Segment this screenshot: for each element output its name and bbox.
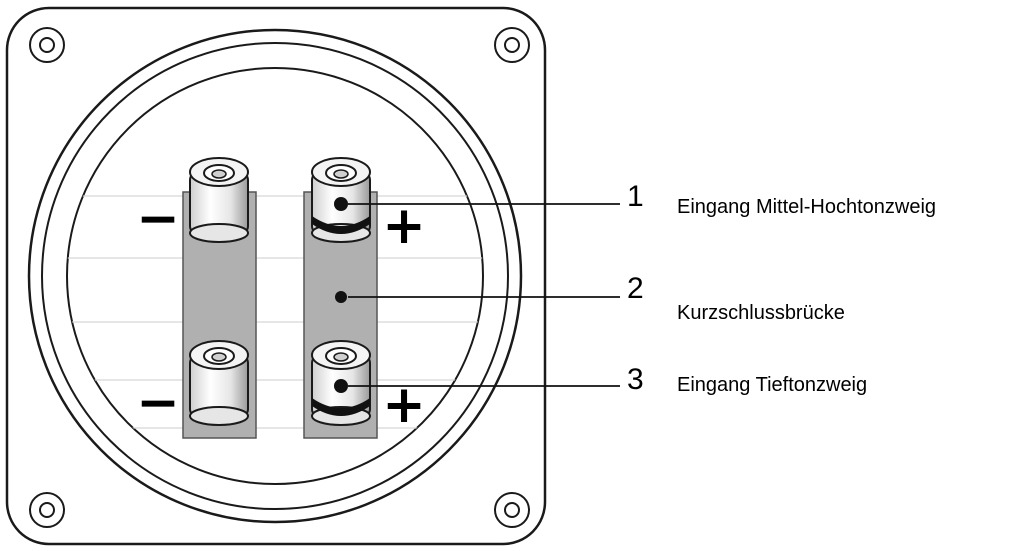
- bridge-center-dot: [335, 291, 347, 303]
- mounting-screw-icon: [494, 492, 530, 528]
- binding-post-icon: [189, 157, 249, 243]
- positive-sign-top: +: [382, 196, 426, 256]
- callout-number-1: 1: [627, 180, 644, 213]
- callout-number-2: 2: [627, 272, 644, 305]
- callout-label-2: Kurzschlussbrücke: [677, 302, 845, 324]
- negative-sign-bottom: −: [136, 373, 180, 433]
- leader-lines: [348, 203, 620, 387]
- binding-post-icon: [311, 157, 371, 243]
- mounting-screw-icon: [29, 492, 65, 528]
- binding-post-icon: [189, 340, 249, 426]
- negative-sign-top: −: [136, 189, 180, 249]
- binding-post-icon: [311, 340, 371, 426]
- callout-label-1: Eingang Mittel-Hochtonzweig: [677, 196, 936, 218]
- positive-sign-bottom: +: [382, 375, 426, 435]
- mounting-screw-icon: [29, 27, 65, 63]
- mounting-screw-icon: [494, 27, 530, 63]
- callout-label-3: Eingang Tieftonzweig: [677, 374, 867, 396]
- callout-number-3: 3: [627, 363, 644, 396]
